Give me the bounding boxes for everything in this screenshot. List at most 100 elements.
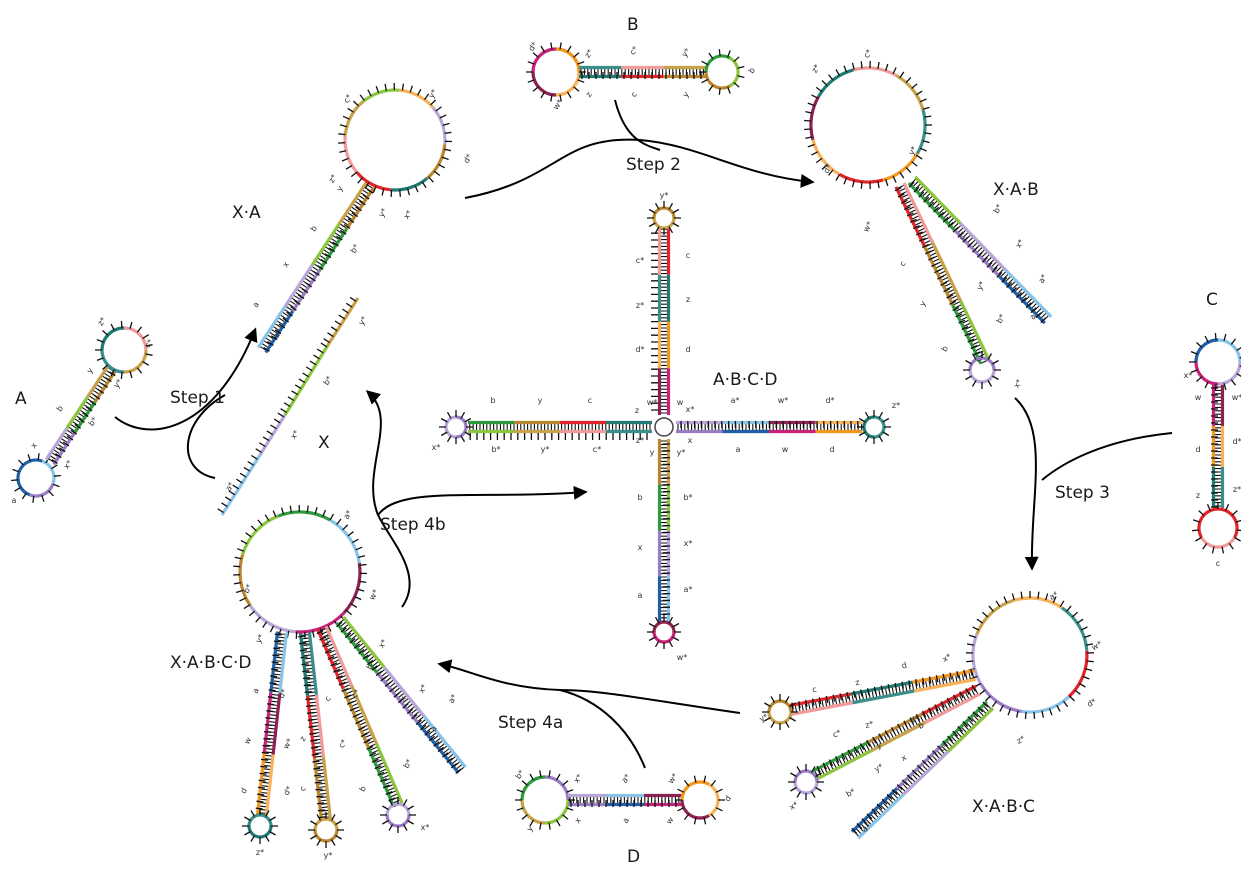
seg-XABC-c: c	[811, 685, 818, 695]
hairpin-D-left-loop-arc-y_star	[520, 799, 546, 825]
complex-XAB-stem1-strand-y-top	[922, 245, 955, 306]
seg-XABC-dstar2: d*	[1086, 697, 1098, 709]
complex-XABCD-stem2-strand-y-bottom	[321, 756, 333, 820]
seg-B-z: z	[584, 90, 594, 99]
complex-XABCD-stem2-strand-c-bottom	[314, 694, 326, 758]
seg-X-xstar: x*	[289, 429, 301, 441]
complex-XABC-loop-arc-y_star	[975, 598, 1014, 635]
seg-XABCD-ystar2: y*	[324, 851, 333, 860]
label-step1: Step 1	[170, 388, 225, 408]
seg-XA-xstar: x*	[402, 209, 414, 221]
step4b-abcd-arrow	[377, 485, 588, 516]
junction-ABCD-down-loop-arc-w_star	[652, 620, 676, 633]
complex-XABC-stem2-strand-b-top	[812, 741, 868, 773]
junction-ABCD-left-loop-arc-x_star	[444, 415, 457, 439]
junction-ABCD-left-ticks	[469, 433, 648, 440]
hairpin-B-right-loop-arc-b	[704, 54, 731, 73]
hairpin-A-stem-strand-b-top	[73, 400, 97, 435]
seg-XA-bstar: b*	[349, 242, 361, 254]
seg-A-x: x	[29, 441, 39, 450]
seg-ABCD-w-8: w	[677, 398, 684, 407]
seg-ABCD-c-11: c	[588, 396, 592, 405]
complex-XA-stem-rungs	[259, 183, 374, 352]
complex-XABC-stem1-rungs	[791, 670, 975, 715]
complex-XAB-loop-arc-y_star	[895, 74, 925, 111]
hairpin-A-stem-strand-y-bottom	[86, 364, 110, 398]
complex-XAB-loop-arc-c_star	[852, 66, 898, 78]
seg-XAB-ystar2: y*	[907, 145, 919, 157]
seg-XA-y: y	[335, 184, 345, 193]
complex-XA-stem-strand-y-top	[345, 186, 376, 230]
complex-XABC-stem3-strand-x-bottom	[902, 750, 950, 797]
label-XABC: X·A·B·C	[972, 797, 1035, 817]
seg-ABCD-b-29: b	[637, 493, 642, 502]
seg-B-cstar: c*	[628, 45, 640, 57]
seg-D-y: y	[525, 824, 535, 833]
seg-A-y: y	[85, 366, 95, 375]
complex-XABC-stem2-strand-y-top	[866, 712, 923, 745]
seg-XABCD-z: z	[298, 735, 308, 743]
junction-ABCD-up-loop-arc-y	[652, 206, 676, 219]
seg-XABCD-b: b	[358, 784, 368, 793]
complex-XABCD-stem4-strand-x-bottom	[382, 666, 427, 719]
complex-XABCD-stem1-strand-w-top	[262, 692, 273, 754]
label-XABCD: X·A·B·C·D	[170, 653, 252, 673]
complex-XABC-stem3-rungs	[852, 702, 993, 838]
hairpin-C-bottom-loop-arc-c_star	[1200, 536, 1236, 549]
hairpin-D-stem-ticks	[570, 800, 677, 807]
seg-ABCD-b-9: b	[490, 396, 495, 405]
complex-XABC-stem2-strand-y-bottom	[870, 720, 927, 753]
step4a-d-input-arrow	[559, 689, 646, 769]
seg-XABC-bstar: b*	[845, 787, 857, 799]
label-C: C	[1206, 290, 1218, 310]
complex-XABCD-stem3-strand-y-bottom	[349, 684, 379, 745]
complex-XABCD-stem4-strand-x-top	[375, 671, 420, 724]
dna-structures: axbyx*b*y*z*c*a*x*b*y*axbya*b*y*x*z*d*c*…	[11, 40, 1241, 860]
seg-XAB-zstar: z*	[810, 63, 822, 75]
complex-XA-stem-strand-b-top	[318, 227, 349, 271]
seg-XA-ystar: y*	[377, 207, 389, 219]
hairpin-A-bottom-loop-arc-x	[29, 483, 55, 498]
complex-XABC-loop-arc-a_star	[1021, 695, 1070, 714]
seg-XABC-ystar2: y*	[758, 712, 770, 724]
junction-ABCD-right-loop-arc-z_star	[873, 415, 886, 439]
complex-XABC-loop-x-arc-x_star	[793, 781, 819, 795]
seg-A-b: b	[55, 404, 65, 413]
strand-X-seg-1-ticks	[255, 412, 285, 454]
hairpin-D-right-loop-arc-w_star	[680, 799, 710, 820]
complex-XA-stem-strand-b-bottom	[310, 222, 341, 266]
complex-XA-stem-ticks	[263, 188, 374, 352]
complex-XABCD-loop-arc-w_star	[342, 562, 362, 614]
complex-XAB-small-loop-arc-x	[968, 356, 996, 371]
complex-XABCD-loop-z-arc-z_star	[247, 813, 273, 827]
seg-XABC-d: d	[901, 661, 908, 671]
complex-XABCD-stem1-strand-d-top	[255, 753, 266, 815]
hairpin-A-top-loop-arc-c_star	[123, 326, 148, 351]
complex-XABC-stem1-strand-d-bottom	[913, 677, 977, 693]
seg-B-ystar: y*	[680, 46, 692, 58]
complex-XABCD-stem1-strand-d-bottom	[264, 754, 275, 816]
complex-XABC-stem1-strand-z-bottom	[852, 689, 915, 705]
hairpin-D-left-loop-arc-b_star	[544, 799, 570, 825]
seg-B-zstar: z*	[583, 48, 595, 60]
complex-XAB-stem2-strand-b-top	[907, 182, 956, 231]
hairpin-A-stem-ticks	[51, 371, 116, 464]
complex-XABCD-loop-y-arc-y_star	[313, 817, 339, 831]
seg-XAB-dstar: d*	[822, 163, 834, 175]
seg-ABCD-b_star-30: b*	[683, 493, 692, 502]
junction-ABCD-left-loop-arc-x	[455, 415, 468, 439]
seg-XA-zstar: z*	[327, 173, 339, 185]
seg-XABCD-x2: x	[301, 639, 311, 648]
seg-XAB-b: b	[940, 344, 950, 353]
seg-ABCD-y_star-15: y*	[541, 445, 550, 454]
hairpin-C-stem-ticks	[1211, 387, 1218, 508]
hairpin-B-left-loop-arc-d_star	[555, 71, 581, 97]
seg-ABCD-c-5: c	[686, 251, 690, 260]
seg-C-dstar: d*	[1232, 437, 1241, 446]
seg-XABCD-zstar2: z*	[322, 633, 334, 645]
complex-XAB-stem1-rungs	[896, 184, 990, 364]
